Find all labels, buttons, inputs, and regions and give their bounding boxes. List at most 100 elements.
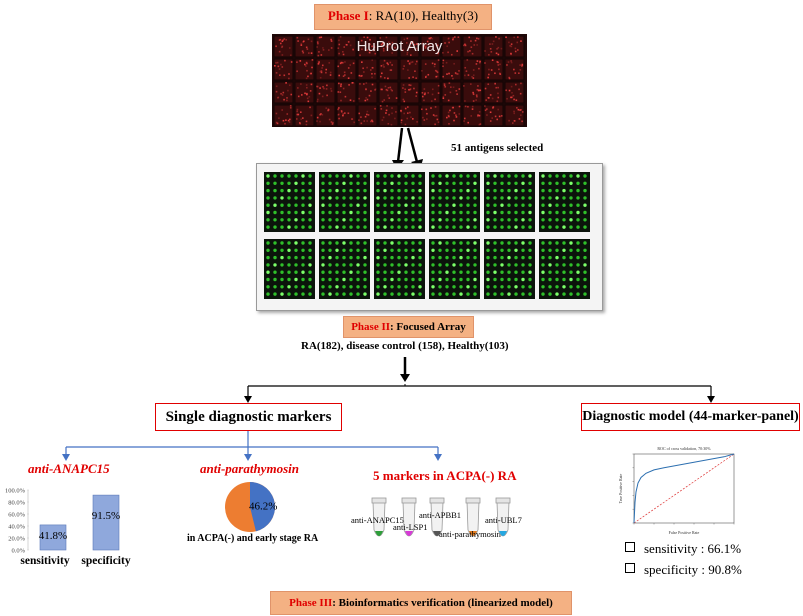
huprot-spot	[368, 51, 371, 54]
focused-spot	[493, 277, 497, 282]
huprot-spot	[477, 114, 479, 116]
focused-spot	[280, 241, 284, 245]
focused-spot	[266, 203, 270, 207]
huprot-spot	[424, 63, 427, 65]
focused-spot	[328, 277, 332, 282]
huprot-spot	[500, 115, 503, 117]
focused-spot	[301, 196, 305, 200]
focused-spot	[528, 225, 532, 229]
huprot-spot	[425, 45, 427, 48]
focused-spot	[445, 285, 449, 289]
huprot-spot	[402, 68, 405, 70]
huprot-spot	[412, 76, 414, 79]
focused-spot	[418, 188, 422, 193]
focused-spot	[459, 277, 463, 282]
focused-spot	[321, 270, 325, 274]
focused-spot	[294, 196, 298, 200]
huprot-spot	[475, 94, 478, 96]
huprot-spot	[521, 111, 524, 113]
focused-spot	[411, 292, 415, 296]
focused-spot	[507, 270, 511, 274]
huprot-spot	[452, 37, 455, 39]
focused-spot	[445, 263, 449, 267]
focused-spot	[514, 285, 518, 289]
huprot-spot	[390, 123, 393, 126]
focused-spot	[397, 255, 401, 260]
huprot-block	[483, 104, 504, 127]
focused-spot	[431, 174, 435, 178]
focused-spot	[301, 248, 305, 252]
huprot-spot	[326, 84, 328, 87]
huprot-spot	[508, 89, 511, 92]
huprot-spot	[513, 68, 515, 71]
focused-spot	[342, 218, 346, 222]
huprot-spot	[300, 118, 302, 121]
focused-spot	[411, 196, 415, 200]
huprot-spot	[281, 46, 283, 49]
huprot-block	[378, 81, 399, 104]
huprot-spot	[286, 113, 289, 115]
huprot-spot	[431, 88, 434, 91]
focused-spot	[363, 225, 367, 229]
focused-spot	[280, 210, 284, 215]
focused-spot	[349, 225, 353, 229]
huprot-spot	[284, 59, 286, 62]
focused-spot	[500, 203, 504, 207]
huprot-spot	[385, 45, 388, 48]
huprot-spot	[366, 110, 369, 113]
huprot-spot	[359, 83, 361, 85]
focused-spot	[376, 248, 380, 252]
huprot-spot	[472, 77, 475, 79]
focused-spot	[514, 203, 518, 207]
huprot-spot	[408, 62, 411, 65]
tube-anti-ANAPC15	[371, 497, 387, 537]
huprot-spot	[402, 87, 404, 89]
focused-spot	[583, 174, 587, 178]
huprot-spot	[287, 89, 289, 92]
focused-spot	[404, 255, 408, 260]
huprot-spot	[478, 111, 481, 113]
focused-spot	[363, 241, 367, 245]
huprot-spot	[343, 46, 346, 48]
huprot-spot	[387, 94, 389, 97]
huprot-spot	[276, 122, 279, 125]
huprot-spot	[427, 73, 430, 76]
huprot-block	[420, 104, 441, 127]
focused-spot	[342, 203, 346, 207]
focused-spot	[356, 174, 360, 178]
huprot-spot	[407, 88, 410, 91]
huprot-spot	[408, 46, 411, 48]
focused-spot	[528, 188, 532, 193]
huprot-spot	[434, 123, 436, 126]
huprot-spot	[429, 44, 431, 47]
huprot-spot	[498, 115, 501, 118]
focused-spot	[335, 292, 339, 296]
huprot-spot	[371, 119, 373, 122]
huprot-spot	[426, 118, 428, 120]
huprot-block	[336, 81, 357, 104]
focused-spot	[431, 181, 435, 185]
focused-spot	[473, 285, 477, 289]
huprot-spot	[442, 95, 445, 98]
focused-spot	[397, 174, 401, 178]
focused-spot	[404, 292, 408, 296]
focused-spot	[438, 292, 442, 296]
focused-spot	[383, 241, 387, 245]
focused-spot	[473, 292, 477, 296]
focused-spot	[301, 225, 305, 229]
huprot-spot	[300, 44, 303, 46]
huprot-spot	[515, 99, 518, 102]
huprot-spot	[484, 109, 487, 112]
focused-spot	[294, 263, 298, 267]
huprot-spot	[402, 98, 405, 101]
focused-spot	[445, 225, 449, 229]
huprot-spot	[338, 107, 340, 109]
focused-spot	[390, 270, 394, 274]
focused-spot	[569, 263, 573, 267]
focused-spot	[445, 210, 449, 215]
focused-spot	[376, 210, 380, 215]
tube-label: anti-parathymosin	[439, 529, 502, 539]
huprot-spot	[342, 87, 345, 90]
huprot-spot	[316, 120, 318, 122]
huprot-spot	[424, 92, 426, 95]
